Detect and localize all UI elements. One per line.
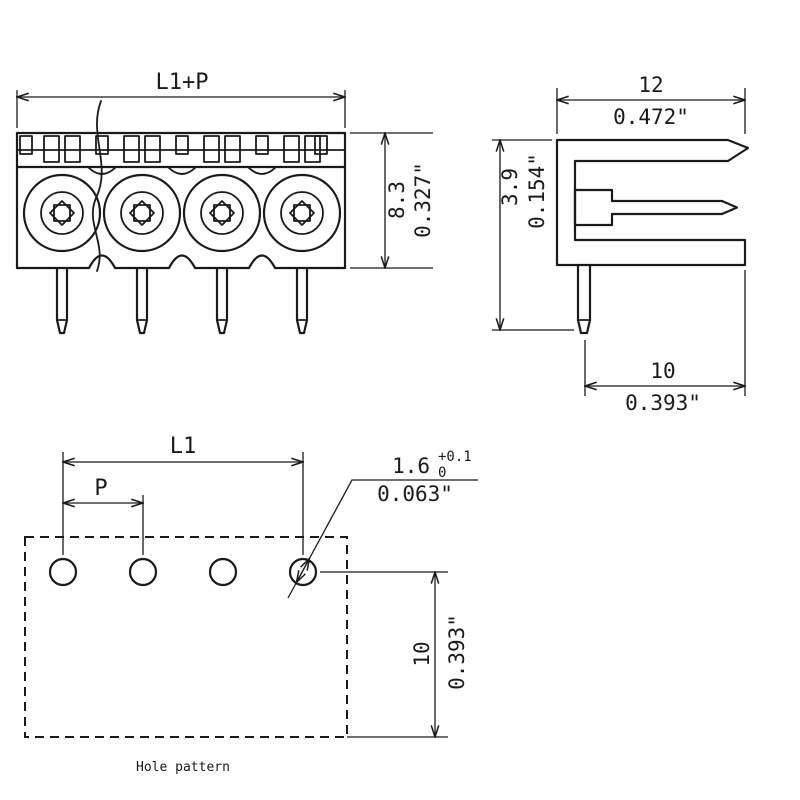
latch-tab: [283, 135, 300, 163]
divider-tab: [314, 135, 328, 155]
latch-tab: [144, 135, 161, 163]
pole-outer-circle: [22, 173, 102, 253]
pole-outer-circle: [182, 173, 262, 253]
solder-pin: [135, 266, 149, 335]
drill-hole: [288, 557, 318, 587]
pcb-outline-dashed: [24, 536, 348, 738]
dim-label-width-mm: 12: [638, 73, 663, 97]
dim-label-hole-dia-in: 0.063": [377, 482, 453, 506]
clamp-diamond: [209, 200, 235, 226]
divider-tab: [19, 135, 33, 155]
clamp-square: [53, 204, 71, 222]
latch-tab: [64, 135, 81, 163]
leader-arrow: [303, 559, 309, 571]
divider-tab: [95, 135, 109, 155]
leader-arrow: [297, 571, 304, 583]
front-housing: [15, 131, 347, 270]
side-dimensions: 12 0.472" 3.9 0.154" 10 0.393": [492, 73, 745, 415]
view-caption: Hole pattern: [136, 760, 230, 775]
dim-label-height-mm: 8.3: [385, 181, 409, 219]
pole-inner-circle: [40, 191, 84, 235]
drill-hole: [128, 557, 158, 587]
solder-pin: [215, 266, 229, 335]
pole-outer-circle: [262, 173, 342, 253]
latch-tab: [203, 135, 220, 163]
dim-label-l1p: L1+P: [156, 70, 209, 95]
pole-outer-circle: [102, 173, 182, 253]
housing-bottom-scalloped-edge: [15, 254, 347, 270]
dim-label-hole-tol-upper: +0.1: [438, 449, 472, 465]
pole-inner-circle: [280, 191, 324, 235]
dim-label-pitch: P: [94, 476, 107, 501]
dim-label-row-in: 0.393": [445, 614, 469, 690]
solder-pin: [295, 266, 309, 335]
drill-hole: [208, 557, 238, 587]
divider-tab: [255, 135, 269, 155]
clamp-diamond: [129, 200, 155, 226]
pole-inner-circle: [200, 191, 244, 235]
dim-label-hole-dia-mm: 1.6: [392, 454, 430, 478]
side-view: 12 0.472" 3.9 0.154" 10 0.393": [492, 73, 750, 415]
latch-tab: [224, 135, 241, 163]
front-dimensions: L1+P 8.3 0.327": [17, 70, 435, 268]
clamp-square: [133, 204, 151, 222]
dim-label-hole-tol-lower: 0: [438, 465, 446, 481]
dim-label-depth-in: 0.393": [625, 391, 701, 415]
latch-tab: [43, 135, 60, 163]
dim-label-row-mm: 10: [410, 641, 434, 666]
clamp-diamond: [49, 200, 75, 226]
cavity-fillet: [247, 166, 277, 175]
pole-inner-circle: [120, 191, 164, 235]
dim-label-width-in: 0.472": [613, 105, 689, 129]
front-view: L1+P 8.3 0.327": [15, 70, 435, 335]
hole-pattern-dimensions: L1 P 1.6 +0.1 0 0.063" 10 0.393": [63, 434, 478, 737]
side-solder-pin: [576, 263, 592, 335]
dim-label-height-in: 0.327": [411, 162, 435, 238]
dim-label-pin-mm: 3.9: [498, 168, 522, 206]
dim-label-l1: L1: [170, 434, 197, 459]
side-housing-outline: [555, 138, 750, 267]
dim-label-depth-mm: 10: [650, 359, 675, 383]
divider-tab: [175, 135, 189, 155]
side-contact-pin: [573, 188, 739, 227]
break-line: [91, 100, 103, 272]
cavity-fillet: [167, 166, 197, 175]
terminal-poles: [22, 173, 342, 253]
clamp-square: [293, 204, 311, 222]
clamp-diamond: [289, 200, 315, 226]
solder-pin: [55, 266, 69, 335]
drill-hole: [48, 557, 78, 587]
hole-pattern-view: L1 P 1.6 +0.1 0 0.063" 10 0.393" Hole pa…: [24, 434, 478, 775]
latch-tab: [304, 135, 321, 163]
solder-pins-front: [55, 266, 309, 335]
latch-tab: [123, 135, 140, 163]
dim-label-pin-in: 0.154": [525, 153, 549, 229]
clamp-square: [213, 204, 231, 222]
